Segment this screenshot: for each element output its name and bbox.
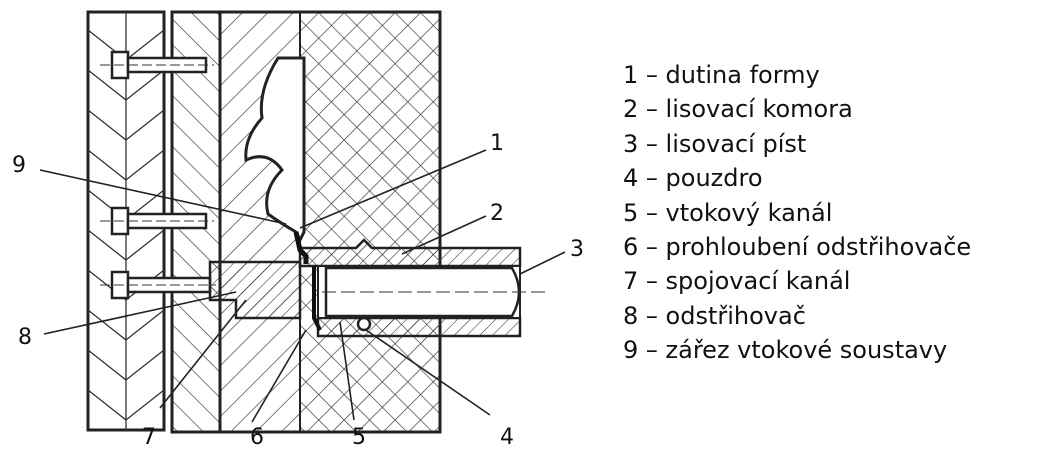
legend-item-1: 1 – dutina formy	[623, 61, 820, 89]
fixed-mold-insert	[299, 11, 441, 433]
sprue-channel	[293, 231, 309, 264]
pressing-chamber-sleeve-lower	[316, 316, 522, 338]
guide-pin-top	[100, 50, 214, 80]
leader-2	[401, 215, 487, 255]
leader-8	[43, 291, 237, 335]
legend-item-4: 4 – pouzdro	[623, 164, 763, 193]
part-label-3: 3	[570, 237, 584, 262]
part-label-4: 4	[500, 425, 514, 449]
guide-pin-bottom	[100, 270, 216, 300]
part-label-2: 2	[490, 201, 504, 226]
mold-cross-section-drawing: 1 2 3 4 5 6 7 8 9	[12, 10, 584, 449]
guide-pin-middle	[100, 206, 214, 236]
legend-item-5: 5 – vtokový kanál	[623, 198, 833, 227]
part-label-7: 7	[142, 425, 156, 449]
legend-item-8: 8 – odstřihovač	[623, 301, 806, 330]
sleeve-pin	[356, 316, 372, 332]
leader-3	[519, 251, 566, 275]
connecting-channel	[312, 266, 322, 331]
legend-item-3: 3 – lisovací píst	[623, 129, 807, 158]
leader-1	[299, 149, 487, 229]
leader-5	[339, 321, 355, 421]
part-label-8: 8	[18, 325, 32, 350]
legend-item-7: 7 – spojovací kanál	[623, 267, 851, 296]
leader-7	[159, 299, 247, 409]
leader-6	[251, 329, 307, 423]
part-label-6: 6	[250, 425, 264, 449]
leader-4	[365, 329, 491, 416]
legend-item-6: 6 – prohloubení odstřihovače	[623, 233, 972, 262]
leader-9	[39, 169, 287, 225]
part-label-9: 9	[12, 153, 26, 178]
part-label-5: 5	[352, 425, 366, 449]
part-label-1: 1	[490, 131, 504, 156]
parts-legend: 1 – dutina formy 2 – lisovací komora 3 –…	[623, 58, 1059, 368]
legend-item-2: 2 – lisovací komora	[623, 95, 853, 124]
legend-item-9: 9 – zářez vtokové soustavy	[623, 336, 948, 365]
